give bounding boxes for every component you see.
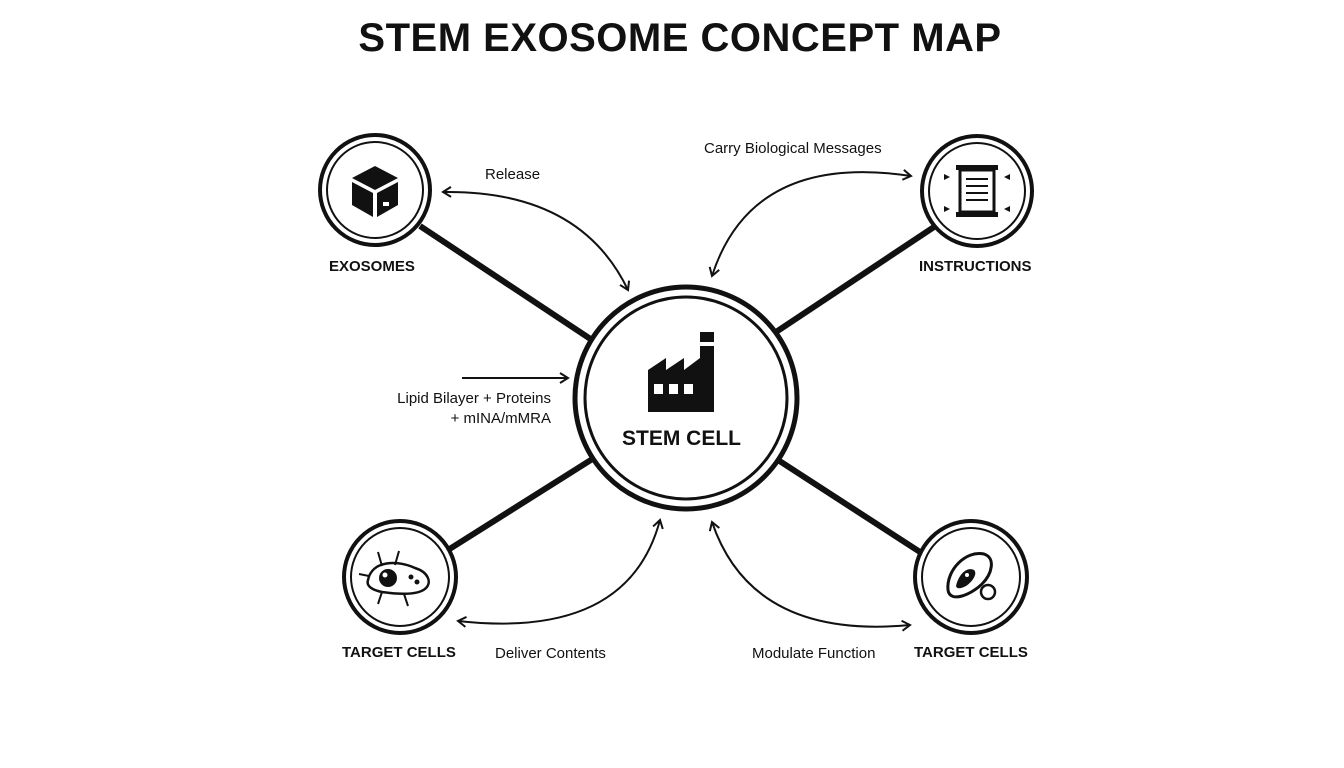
- carry-messages-label: Carry Biological Messages: [704, 140, 882, 157]
- instructions-node: [920, 134, 1034, 248]
- exosomes-label: EXOSOMES: [329, 258, 415, 275]
- arrow-modulate-function: [708, 520, 912, 632]
- arrow-release: [441, 186, 631, 292]
- cube-icon: [352, 166, 398, 217]
- page-title: STEM EXOSOME CONCEPT MAP: [358, 16, 1002, 60]
- factory-icon: [648, 332, 714, 412]
- input-line-1: Lipid Bilayer + Proteins: [397, 390, 551, 407]
- input-components-label: Lipid Bilayer + Proteins + mINA/mMRA: [360, 389, 551, 429]
- connector-exosomes: [418, 223, 594, 343]
- instructions-label: INSTRUCTIONS: [919, 258, 1032, 275]
- release-label: Release: [485, 166, 541, 183]
- arrow-deliver-contents: [456, 518, 664, 628]
- target-cells-right-label: TARGET CELLS: [914, 644, 1028, 661]
- stem-cell-label: STEM CELL: [622, 427, 741, 450]
- target-cells-left-node: [342, 519, 458, 635]
- modulate-function-label: Modulate Function: [752, 645, 876, 662]
- scroll-document-icon: [944, 165, 1010, 217]
- deliver-contents-label: Deliver Contents: [495, 645, 606, 662]
- input-line-2: + mINA/mMRA: [450, 410, 551, 427]
- arrow-carry-messages: [708, 169, 913, 278]
- stem-cell-node: [572, 284, 800, 512]
- target-cells-left-label: TARGET CELLS: [342, 644, 456, 661]
- connector-target-cells-right: [776, 457, 922, 555]
- exosomes-node: [318, 133, 432, 247]
- target-cells-right-node: [913, 519, 1029, 635]
- cell-icon: [358, 550, 430, 607]
- cell-organelle-icon: [946, 552, 997, 601]
- connector-target-cells-left: [446, 455, 596, 553]
- connector-instructions: [774, 224, 936, 335]
